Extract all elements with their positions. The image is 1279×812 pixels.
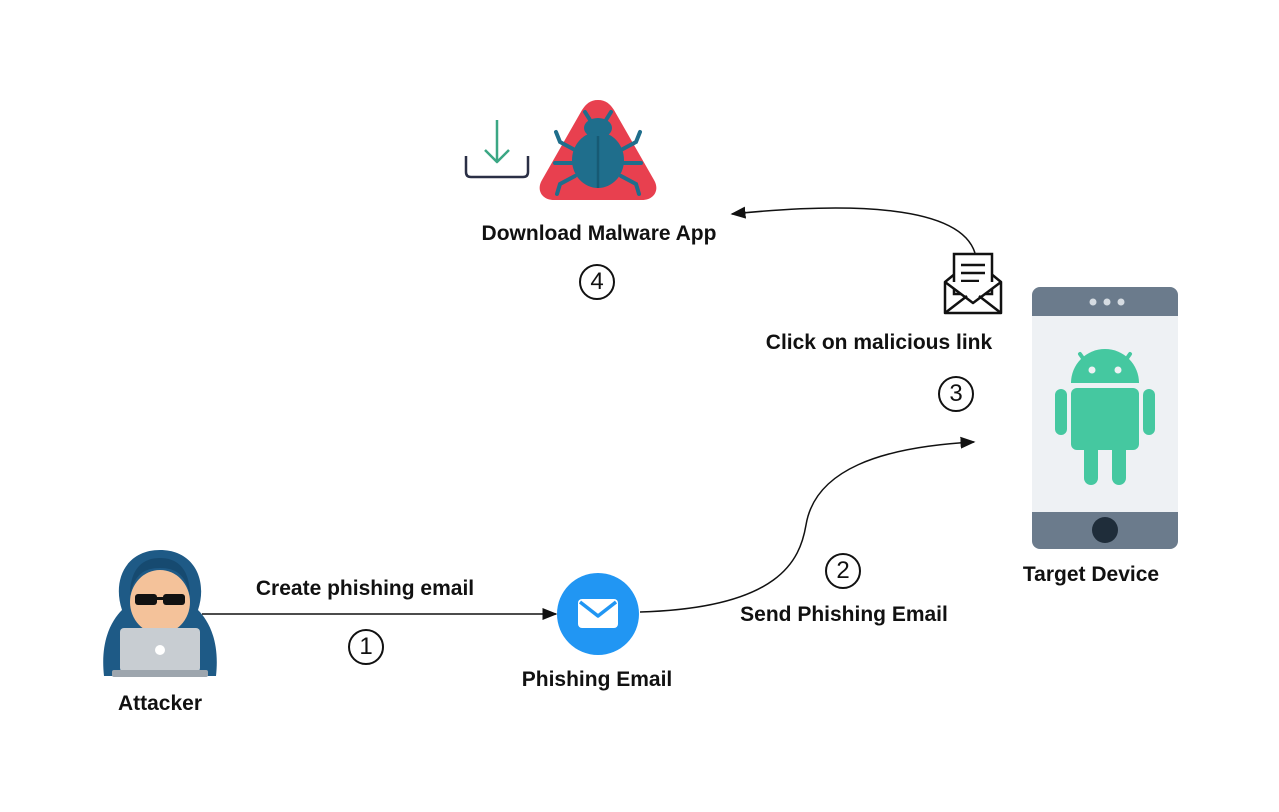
- step-3-badge: 3: [938, 376, 974, 412]
- step-1-badge: 1: [348, 629, 384, 665]
- phishing-email-label: Phishing Email: [521, 668, 673, 691]
- arrow-email-to-device: [639, 436, 976, 613]
- attacker-label: Attacker: [117, 692, 203, 715]
- send-phishing-email-label: Send Phishing Email: [740, 603, 948, 626]
- arrow-link-to-malware: [730, 206, 976, 254]
- step-4-badge: 4: [579, 264, 615, 300]
- target-device-label: Target Device: [1022, 563, 1160, 586]
- click-malicious-link-label: Click on malicious link: [765, 331, 993, 354]
- download-malware-app-label: Download Malware App: [481, 222, 717, 245]
- step-2-badge: 2: [825, 553, 861, 589]
- create-phishing-email-label: Create phishing email: [255, 577, 475, 600]
